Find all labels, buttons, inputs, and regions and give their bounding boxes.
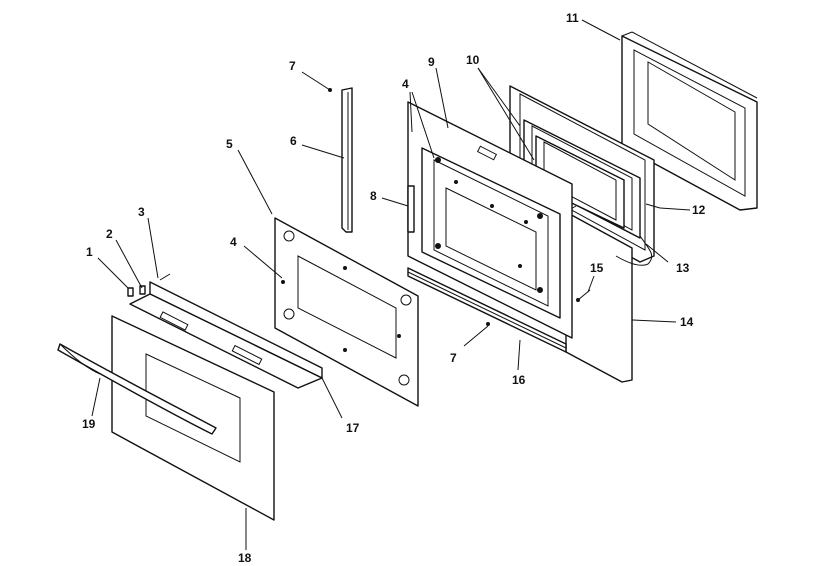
part-19-door-handle	[57, 343, 217, 435]
leader-lines	[91, 19, 677, 550]
part-16-lower-strip	[407, 267, 567, 353]
callout-10: 10	[466, 53, 480, 67]
part-5-door-panel	[274, 217, 419, 407]
callout-17: 17	[346, 421, 360, 435]
callout-3: 3	[138, 205, 145, 219]
callout-16: 16	[512, 373, 526, 387]
callout-2: 2	[106, 227, 113, 241]
callout-8: 8	[370, 189, 377, 203]
part-13-gasket	[615, 235, 653, 266]
callout-12: 12	[692, 203, 706, 217]
part-9-inner-door-liner	[407, 101, 573, 339]
callout-6: 6	[290, 134, 297, 148]
part-8-hinge	[407, 185, 415, 233]
part-6-side-bracket	[341, 87, 353, 233]
callout-4-lower: 4	[230, 235, 237, 249]
callout-14: 14	[680, 315, 694, 329]
callout-5: 5	[226, 137, 233, 151]
part-2-end-cap	[139, 285, 146, 295]
callout-4-upper: 4	[402, 77, 409, 91]
callout-19: 19	[82, 417, 96, 431]
callout-15: 15	[590, 261, 604, 275]
callout-7-upper: 7	[289, 59, 296, 73]
callout-13: 13	[676, 261, 690, 275]
callout-9: 9	[428, 55, 435, 69]
part-3-vent-trim	[129, 273, 323, 389]
callout-1: 1	[86, 245, 93, 259]
part-1-end-cap	[127, 287, 134, 297]
part-11-rear-frame	[621, 31, 758, 211]
callout-11: 11	[566, 11, 579, 25]
callout-labels: 1 2 3 4 4 5 6 7 7 8 9 10 11 12 13 14 15 …	[82, 11, 706, 565]
callout-7-lower: 7	[450, 351, 457, 365]
callout-18: 18	[238, 551, 252, 565]
